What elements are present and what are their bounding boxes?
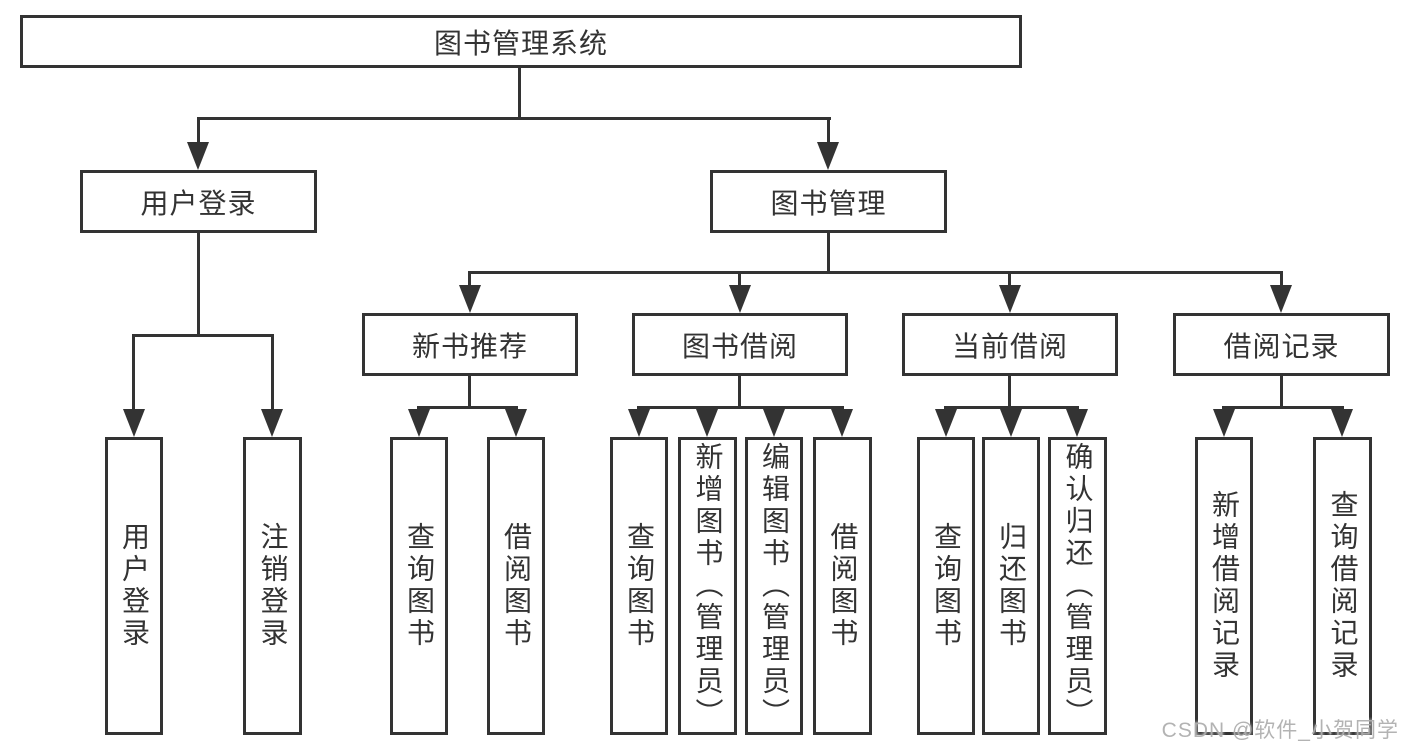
node-query-books-current: 查询图书 bbox=[917, 437, 975, 735]
arrow-down-icon bbox=[408, 409, 430, 437]
node-borrow-books-recommend: 借阅图书 bbox=[487, 437, 545, 735]
arrow-down-icon bbox=[1213, 409, 1235, 437]
node-user-login: 用户登录 bbox=[80, 170, 317, 233]
node-user-login-leaf: 用户登录 bbox=[105, 437, 163, 735]
connector-hline bbox=[944, 406, 1079, 409]
node-query-borrow-record: 查询借阅记录 bbox=[1313, 437, 1372, 735]
node-book-management: 图书管理 bbox=[710, 170, 947, 233]
connector-vline bbox=[271, 334, 274, 412]
connector-hline bbox=[468, 271, 1283, 274]
node-add-book-admin: 新增图书（管理员） bbox=[678, 437, 737, 735]
node-label: 借阅记录 bbox=[1223, 330, 1340, 362]
arrow-down-icon bbox=[696, 409, 718, 437]
connector-hline bbox=[1222, 406, 1344, 409]
arrow-down-icon bbox=[729, 285, 751, 313]
arrow-down-icon bbox=[123, 409, 145, 437]
node-label: 查询借阅记录 bbox=[1327, 490, 1359, 682]
node-label: 查询图书 bbox=[931, 522, 962, 650]
node-new-book-recommendation: 新书推荐 bbox=[362, 313, 578, 376]
node-label: 编辑图书（管理员） bbox=[759, 442, 790, 730]
arrow-down-icon bbox=[505, 409, 527, 437]
arrow-down-icon bbox=[1066, 409, 1088, 437]
arrow-down-icon bbox=[459, 285, 481, 313]
node-label: 图书管理系统 bbox=[433, 27, 608, 59]
node-label: 新书推荐 bbox=[411, 330, 528, 362]
arrow-down-icon bbox=[1000, 409, 1022, 437]
arrow-down-icon bbox=[1331, 409, 1353, 437]
connector-vline bbox=[197, 117, 200, 146]
node-label: 图书借阅 bbox=[681, 330, 798, 362]
node-label: 查询图书 bbox=[624, 522, 655, 650]
connector-hline bbox=[637, 406, 844, 409]
connector-hline bbox=[197, 117, 831, 120]
arrow-down-icon bbox=[935, 409, 957, 437]
connector-vline bbox=[132, 334, 135, 412]
node-edit-book-admin: 编辑图书（管理员） bbox=[745, 437, 803, 735]
node-query-books-borrowing: 查询图书 bbox=[610, 437, 668, 735]
connector-vline bbox=[1280, 374, 1283, 409]
node-book-borrowing: 图书借阅 bbox=[632, 313, 848, 376]
arrow-down-icon bbox=[999, 285, 1021, 313]
arrow-down-icon bbox=[1270, 285, 1292, 313]
node-borrowing-records: 借阅记录 bbox=[1173, 313, 1390, 376]
arrow-down-icon bbox=[831, 409, 853, 437]
node-label: 新增借阅记录 bbox=[1209, 490, 1240, 682]
node-label: 用户登录 bbox=[140, 187, 257, 219]
connector-vline bbox=[738, 374, 741, 409]
node-confirm-return-admin: 确认归还（管理员） bbox=[1048, 437, 1107, 735]
node-current-borrowing: 当前借阅 bbox=[902, 313, 1118, 376]
node-borrow-books-borrowing: 借阅图书 bbox=[813, 437, 872, 735]
connector-vline bbox=[518, 66, 521, 120]
node-return-books: 归还图书 bbox=[982, 437, 1040, 735]
node-label: 用户登录 bbox=[119, 522, 150, 650]
arrow-down-icon bbox=[763, 409, 785, 437]
csdn-watermark: CSDN @软件_小贺同学 bbox=[1161, 719, 1399, 742]
node-label: 查询图书 bbox=[404, 522, 435, 650]
node-label: 图书管理 bbox=[770, 187, 887, 219]
connector-vline bbox=[197, 231, 200, 336]
node-label: 借阅图书 bbox=[501, 522, 532, 650]
node-library-management-system: 图书管理系统 bbox=[20, 15, 1022, 68]
node-logout: 注销登录 bbox=[243, 437, 302, 735]
connector-vline bbox=[1280, 271, 1283, 289]
node-label: 确认归还（管理员） bbox=[1062, 442, 1094, 730]
arrow-down-icon bbox=[261, 409, 283, 437]
connector-vline bbox=[1008, 374, 1011, 409]
connector-vline bbox=[1008, 271, 1011, 289]
node-label: 借阅图书 bbox=[827, 522, 859, 650]
arrow-down-icon bbox=[628, 409, 650, 437]
connector-vline bbox=[827, 117, 830, 146]
connector-vline bbox=[827, 231, 830, 274]
node-label: 当前借阅 bbox=[951, 330, 1068, 362]
node-label: 新增图书（管理员） bbox=[692, 442, 724, 730]
connector-hline bbox=[132, 334, 274, 337]
node-label: 注销登录 bbox=[257, 522, 289, 650]
connector-vline bbox=[468, 374, 471, 409]
node-label: 归还图书 bbox=[996, 522, 1027, 650]
node-add-borrow-record: 新增借阅记录 bbox=[1195, 437, 1253, 735]
arrow-down-icon bbox=[187, 142, 209, 170]
arrow-down-icon bbox=[817, 142, 839, 170]
node-query-books-recommend: 查询图书 bbox=[390, 437, 448, 735]
connector-hline bbox=[417, 406, 518, 409]
connector-vline bbox=[738, 271, 741, 289]
connector-vline bbox=[468, 271, 471, 289]
